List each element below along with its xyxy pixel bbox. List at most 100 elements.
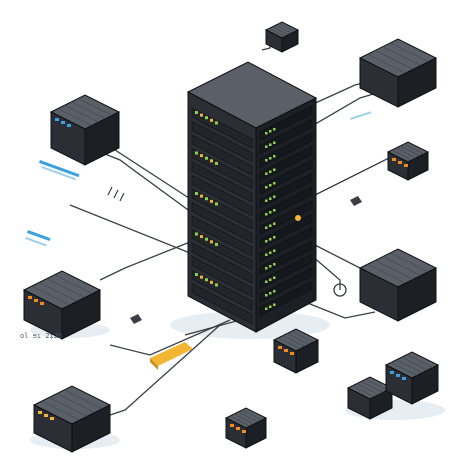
vent-line [382, 46, 421, 66]
status-led [269, 251, 272, 254]
status-led [273, 195, 276, 198]
status-led [273, 263, 276, 266]
status-led [269, 170, 272, 173]
network-cube-icon [358, 248, 438, 322]
rack-unit [259, 213, 313, 249]
rack-right-units [259, 105, 313, 316]
port-light [396, 374, 400, 377]
cube-right [71, 404, 111, 453]
vent-line [64, 104, 99, 123]
vent-line [46, 278, 85, 298]
status-led [265, 226, 268, 229]
status-led [265, 307, 268, 310]
status-led [210, 159, 213, 163]
rack-unit [259, 240, 313, 276]
vent-line [78, 98, 113, 116]
status-led [269, 292, 272, 295]
vent-line [365, 378, 388, 391]
vent-line [399, 145, 421, 157]
vent-line [391, 362, 418, 376]
status-led [195, 232, 198, 236]
status-led [265, 199, 268, 202]
port-light [392, 158, 396, 161]
cube-right [369, 387, 393, 420]
cube-right [295, 339, 319, 374]
port-light [34, 299, 38, 302]
port-light [390, 371, 394, 374]
rack-left-units [191, 107, 253, 324]
rack-unit [259, 267, 313, 303]
vent-line [56, 393, 95, 413]
vent-line [396, 359, 423, 374]
network-cube-icon [272, 328, 320, 374]
vent-line [275, 24, 292, 34]
port-light [402, 377, 406, 380]
rack-unit [259, 173, 313, 208]
status-led [210, 240, 213, 244]
status-led [215, 161, 218, 165]
network-cube-icon [264, 21, 300, 53]
status-led [205, 237, 208, 241]
vent-line [367, 53, 406, 74]
status-led [210, 118, 213, 122]
status-led [269, 238, 272, 241]
rack-unit [191, 161, 253, 203]
rack-unit [259, 132, 313, 168]
port-light [242, 430, 246, 433]
vent-line [390, 42, 429, 63]
port-light [50, 417, 54, 420]
status-led [265, 280, 268, 283]
vent-line [229, 415, 251, 427]
cable-node [333, 283, 347, 297]
port-light [236, 427, 240, 430]
cube-right [407, 151, 429, 181]
status-led [265, 172, 268, 175]
vent-line [233, 413, 255, 425]
status-led [215, 202, 218, 206]
status-led [210, 199, 213, 203]
rack-unit [191, 175, 253, 216]
vent-line [361, 381, 384, 393]
status-led [273, 290, 276, 293]
rack-unit [191, 256, 253, 297]
status-led [265, 132, 268, 135]
cube-right [245, 417, 267, 449]
accent-marks [25, 111, 372, 247]
cube-right [84, 111, 120, 166]
status-led [200, 194, 203, 198]
rack-unit [191, 215, 253, 257]
status-led [273, 128, 276, 131]
vent-line [64, 389, 103, 410]
status-led [265, 240, 268, 243]
status-led [269, 211, 272, 214]
network-cube-icon [22, 270, 102, 340]
status-led [273, 155, 276, 158]
network-cube-icon [224, 407, 268, 449]
status-led [265, 213, 268, 216]
rack-unit [259, 254, 313, 289]
status-led [265, 253, 268, 256]
status-led [269, 265, 272, 268]
status-led [273, 236, 276, 239]
vent-line [278, 337, 301, 350]
vent-line [269, 28, 286, 37]
status-led [205, 197, 208, 201]
status-led [273, 222, 276, 225]
status-led [269, 224, 272, 227]
vent-line [31, 285, 70, 306]
rack-unit [191, 121, 253, 162]
cube-right [397, 267, 437, 322]
vent-line [406, 354, 433, 368]
status-led [200, 235, 203, 239]
status-led [265, 294, 268, 297]
vent-line [282, 335, 305, 347]
port-light [61, 121, 65, 124]
cube-right [397, 57, 437, 108]
vent-line [352, 385, 375, 398]
network-cube-icon [32, 385, 112, 453]
vent-line [241, 409, 263, 421]
vent-line [403, 143, 425, 155]
vent-line [237, 411, 259, 423]
vent-line [390, 252, 429, 273]
rack-unit [259, 105, 313, 141]
